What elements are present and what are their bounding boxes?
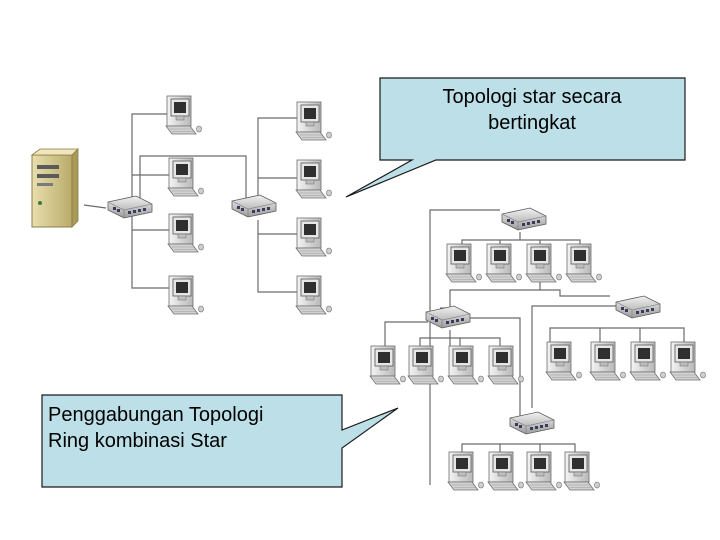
callout-bottom-bubble <box>41 394 399 488</box>
desktop-computer-icon <box>485 243 522 283</box>
desktop-computer-icon <box>167 213 204 253</box>
desktop-computer-icon <box>295 101 332 141</box>
desktop-computer-icon <box>165 95 202 135</box>
desktop-computer-icon <box>525 451 562 491</box>
network-hub-icon <box>501 207 547 231</box>
network-hub-icon <box>107 195 153 219</box>
desktop-computer-icon <box>447 345 484 385</box>
desktop-computer-icon <box>545 341 582 381</box>
desktop-computer-icon <box>589 341 626 381</box>
desktop-computer-icon <box>295 217 332 257</box>
desktop-computer-icon <box>563 451 600 491</box>
left-star-wires <box>83 113 300 293</box>
desktop-computer-icon <box>295 159 332 199</box>
desktop-computer-icon <box>369 345 406 385</box>
server-tower-icon <box>30 148 79 228</box>
desktop-computer-icon <box>447 451 484 491</box>
desktop-computer-icon <box>445 243 482 283</box>
desktop-computer-icon <box>167 157 204 197</box>
network-hub-icon <box>425 305 471 329</box>
network-hub-icon <box>231 194 277 218</box>
desktop-computer-icon <box>629 341 666 381</box>
desktop-computer-icon <box>669 341 706 381</box>
desktop-computer-icon <box>407 345 444 385</box>
desktop-computer-icon <box>565 243 602 283</box>
desktop-computer-icon <box>295 275 332 315</box>
desktop-computer-icon <box>487 345 524 385</box>
callout-top-bubble <box>345 77 686 198</box>
desktop-computer-icon <box>167 275 204 315</box>
network-hub-icon <box>615 295 661 319</box>
desktop-computer-icon <box>525 243 562 283</box>
desktop-computer-icon <box>487 451 524 491</box>
network-hub-icon <box>509 411 555 435</box>
